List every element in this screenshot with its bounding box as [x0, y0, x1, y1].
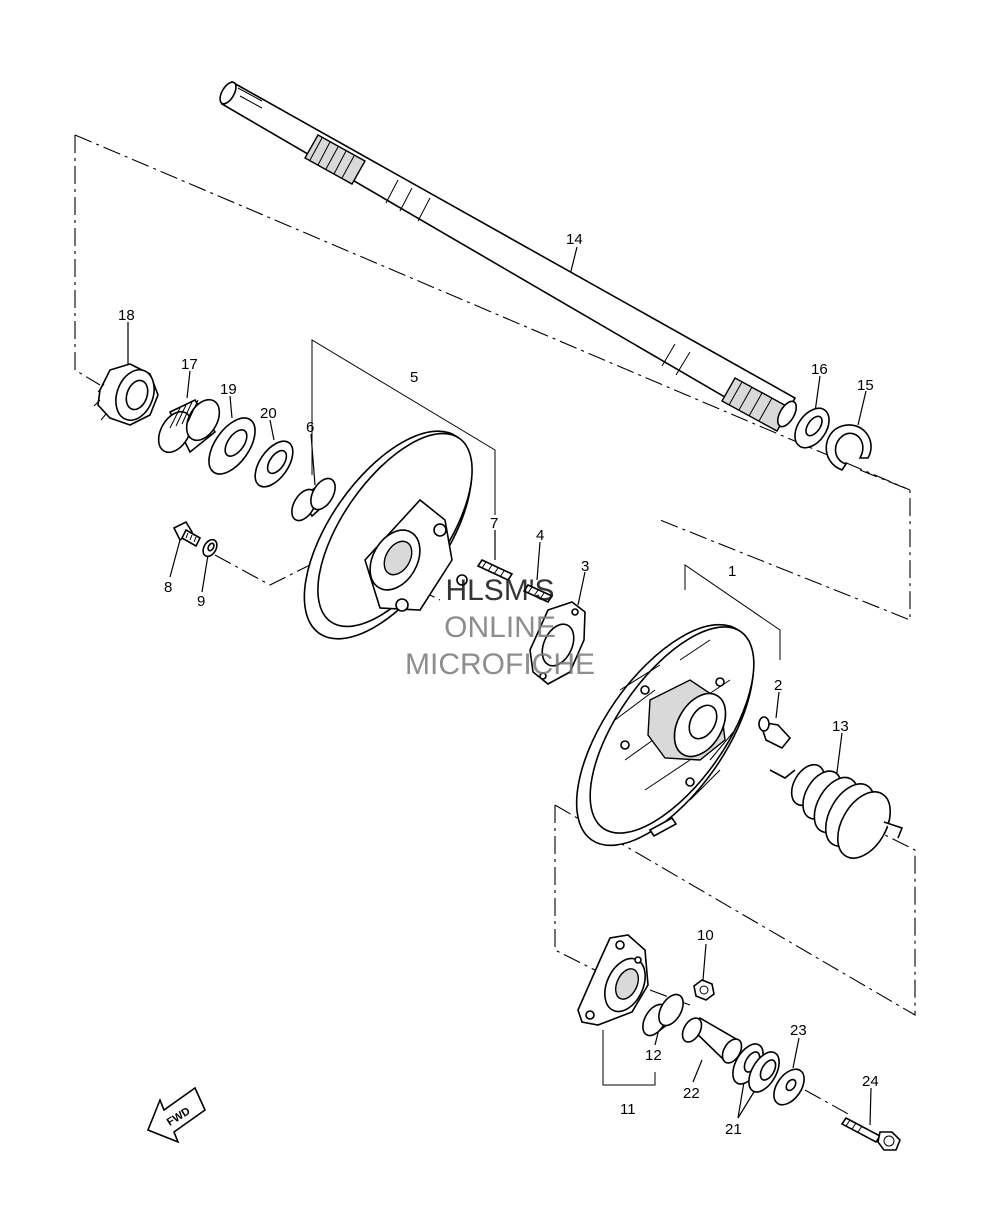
callout-13: 13	[832, 718, 849, 735]
part-7-stud	[476, 558, 514, 582]
leader-lines	[127, 246, 872, 1126]
callout-6: 6	[306, 419, 314, 436]
callout-9: 9	[197, 593, 205, 610]
watermark: HLSM'S ONLINE MICROFICHE	[405, 574, 595, 681]
callout-24: 24	[862, 1073, 879, 1090]
part-20-washer	[254, 440, 294, 488]
callout-2: 2	[774, 677, 782, 694]
callout-4: 4	[536, 527, 544, 544]
part-18-nut	[93, 363, 159, 426]
callout-14: 14	[566, 231, 583, 248]
fwd-arrow-icon: FWD	[146, 1086, 207, 1144]
callout-23: 23	[790, 1022, 807, 1039]
callout-11: 11	[620, 1101, 636, 1118]
part-22-collar	[681, 1017, 743, 1064]
part-23-washer	[773, 1068, 805, 1106]
watermark-line-1: HLSM'S	[445, 574, 554, 607]
part-5-fixed-sheave	[303, 430, 473, 640]
part-21-bushings	[732, 1043, 780, 1093]
part-8-bolt	[172, 520, 202, 548]
part-4-stud	[522, 583, 554, 604]
callout-5: 5	[410, 369, 418, 386]
callout-8: 8	[164, 579, 172, 596]
callout-18: 18	[118, 307, 135, 324]
part-3-gasket	[529, 601, 586, 685]
callout-12: 12	[645, 1047, 662, 1064]
callout-17: 17	[181, 356, 198, 373]
part-9-washer	[202, 538, 218, 558]
part-1-movable-sheave	[575, 623, 755, 847]
part-15-circlip	[825, 424, 872, 471]
callout-1: 1	[728, 563, 736, 580]
part-16-washer	[794, 407, 830, 449]
part-14-shaft	[219, 80, 798, 432]
part-11-flange	[577, 934, 649, 1026]
part-2-slider	[758, 716, 792, 750]
part-10-nut	[693, 979, 715, 1001]
part-24-bolt	[840, 1116, 901, 1151]
callout-22: 22	[683, 1085, 700, 1102]
callout-16: 16	[811, 361, 828, 378]
callout-10: 10	[697, 927, 714, 944]
watermark-line-2: ONLINE	[444, 611, 556, 644]
part-6-bearing	[291, 477, 336, 522]
callout-21: 21	[725, 1121, 742, 1138]
callout-labels: 1 2 3 4 5 6 7 8 9 10 11 12 13 14 15 16 1…	[118, 231, 879, 1138]
callout-19: 19	[220, 381, 237, 398]
callout-3: 3	[581, 558, 589, 575]
part-17-sleeve	[157, 398, 221, 454]
part-12-bushing	[642, 993, 684, 1037]
callout-7: 7	[490, 515, 498, 532]
part-13-spring	[769, 763, 904, 859]
watermark-line-3: MICROFICHE	[405, 648, 595, 681]
callout-20: 20	[260, 405, 277, 422]
part-19-spacer	[208, 417, 256, 475]
callout-15: 15	[857, 377, 874, 394]
